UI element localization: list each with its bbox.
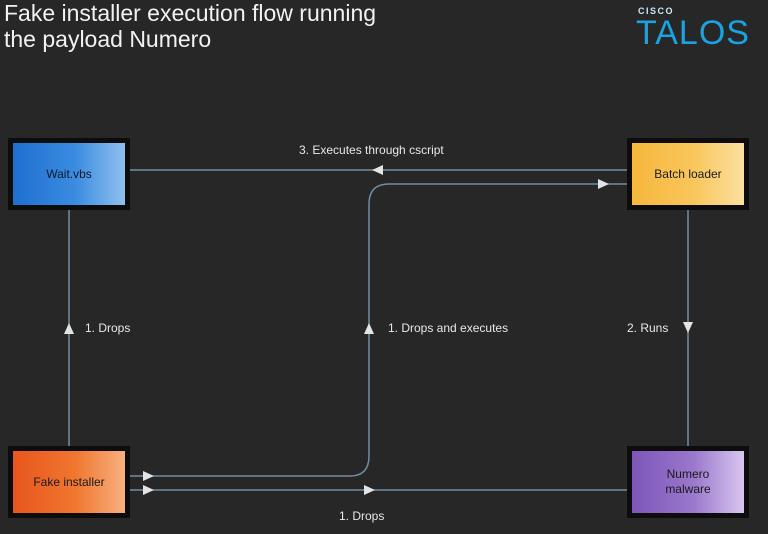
arrow-left-icon xyxy=(372,165,383,175)
cisco-wordmark: CISCO xyxy=(638,6,675,16)
talos-wordmark: TALOS xyxy=(636,14,750,52)
arrow-right-icon xyxy=(143,471,154,481)
node-numero-malware: Numero malware xyxy=(627,446,749,518)
edge-label-drops-numero: 1. Drops xyxy=(339,509,385,523)
arrow-down-icon xyxy=(683,322,693,333)
edge-label-runs: 2. Runs xyxy=(627,321,669,335)
title-line-1: Fake installer execution flow running xyxy=(4,0,377,26)
arrow-right-icon xyxy=(143,485,154,495)
connector-fake-to-batch xyxy=(130,183,627,477)
edge-label-drops-executes: 1. Drops and executes xyxy=(388,321,509,335)
arrow-right-icon xyxy=(364,485,375,495)
diagram-title: Fake installer execution flow running th… xyxy=(4,0,474,52)
arrow-up-icon xyxy=(364,323,374,334)
node-numero-label-1: Numero xyxy=(666,467,710,481)
arrow-up-icon xyxy=(64,323,74,334)
node-numero-label-2: malware xyxy=(665,482,711,496)
arrow-right-icon xyxy=(598,179,609,189)
edge-label-executes-cscript: 3. Executes through cscript xyxy=(299,143,444,157)
node-batch-loader-label: Batch loader xyxy=(654,166,722,181)
node-batch-loader: Batch loader xyxy=(627,138,749,210)
node-wait-vbs-label: Wait.vbs xyxy=(46,166,92,181)
node-fake-installer-label: Fake installer xyxy=(33,474,105,489)
node-wait-vbs: Wait.vbs xyxy=(8,138,130,210)
cisco-talos-logo: CISCO TALOS xyxy=(636,6,760,52)
title-line-2: the payload Numero xyxy=(4,26,212,52)
node-fake-installer: Fake installer xyxy=(8,446,130,518)
edge-label-drops-wait: 1. Drops xyxy=(85,321,131,335)
